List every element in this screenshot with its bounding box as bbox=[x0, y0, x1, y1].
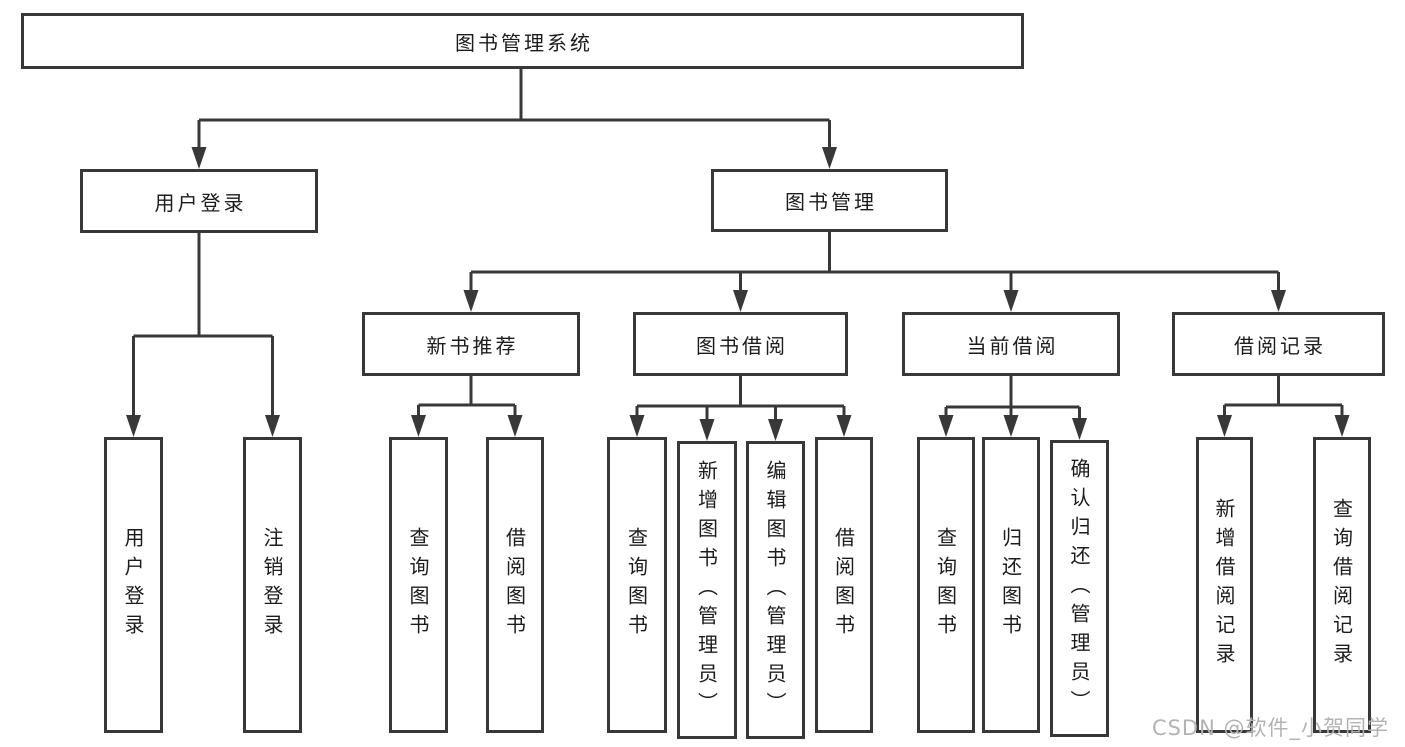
arrowhead-icon bbox=[126, 415, 141, 437]
arrowhead-icon bbox=[191, 147, 207, 169]
arrowhead-icon bbox=[463, 290, 479, 312]
connector-newbook-to-leaves bbox=[417, 376, 517, 417]
leaf-query-books-3: 查询图书 bbox=[917, 437, 975, 733]
leaf-label: 注销登录 bbox=[260, 527, 284, 643]
arrowhead-icon bbox=[733, 290, 748, 312]
leaf-add-borrow-record: 新增借阅记录 bbox=[1196, 437, 1253, 733]
leaf-label: 确认归还（管理员） bbox=[1067, 458, 1091, 719]
arrowhead-icon bbox=[768, 419, 783, 441]
node-label: 借阅记录 bbox=[1234, 333, 1326, 358]
leaf-borrow-books-1: 借阅图书 bbox=[486, 437, 544, 733]
leaf-label: 借阅图书 bbox=[831, 527, 856, 643]
node-user-login-branch: 用户登录 bbox=[80, 169, 318, 233]
arrowhead-icon bbox=[507, 415, 523, 437]
connector-userlogin-to-leaves bbox=[132, 233, 274, 417]
node-label: 新书推荐 bbox=[426, 333, 519, 358]
connector-root-to-level2 bbox=[197, 68, 831, 149]
connector-borrowrecord-to-leaves bbox=[1223, 376, 1344, 417]
leaf-label: 归还图书 bbox=[998, 527, 1023, 643]
arrowhead-icon bbox=[1271, 290, 1286, 312]
arrowhead-icon bbox=[1003, 415, 1019, 437]
leaf-logout: 注销登录 bbox=[243, 437, 302, 733]
node-label: 图书管理 bbox=[785, 190, 877, 214]
node-label: 用户登录 bbox=[154, 190, 247, 215]
node-book-management-branch: 图书管理 bbox=[711, 169, 948, 232]
arrowhead-icon bbox=[836, 415, 852, 437]
leaf-label: 查询图书 bbox=[406, 527, 430, 643]
node-new-book-recommend: 新书推荐 bbox=[362, 312, 580, 376]
arrowhead-icon bbox=[411, 415, 426, 437]
arrowhead-icon bbox=[1003, 290, 1019, 312]
arrowhead-icon bbox=[822, 147, 837, 169]
leaf-label: 新增图书（管理员） bbox=[694, 459, 719, 721]
leaf-return-books: 归还图书 bbox=[982, 437, 1040, 733]
connector-currentborrow-to-leaves bbox=[944, 376, 1081, 420]
node-book-borrowing: 图书借阅 bbox=[633, 312, 848, 376]
leaf-label: 新增借阅记录 bbox=[1212, 498, 1236, 672]
leaf-label: 借阅图书 bbox=[502, 527, 527, 643]
arrowhead-icon bbox=[938, 415, 954, 437]
node-root-label: 图书管理系统 bbox=[455, 30, 593, 55]
leaf-borrow-books-2: 借阅图书 bbox=[815, 437, 873, 733]
leaf-add-books-admin: 新增图书（管理员） bbox=[677, 441, 737, 739]
leaf-label: 编辑图书（管理员） bbox=[763, 459, 787, 721]
leaf-label: 查询借阅记录 bbox=[1329, 498, 1354, 672]
node-root-system: 图书管理系统 bbox=[21, 13, 1024, 69]
leaf-query-books-2: 查询图书 bbox=[607, 437, 667, 733]
connector-bookmgmt-to-level3 bbox=[469, 232, 1280, 292]
node-label: 图书借阅 bbox=[696, 333, 788, 358]
leaf-edit-books-admin: 编辑图书（管理员） bbox=[746, 441, 805, 739]
leaf-label: 查询图书 bbox=[624, 527, 649, 643]
arrowhead-icon bbox=[265, 415, 280, 437]
leaf-label: 查询图书 bbox=[933, 527, 958, 643]
leaf-confirm-return-admin: 确认归还（管理员） bbox=[1050, 440, 1109, 737]
arrowhead-icon bbox=[1217, 415, 1232, 437]
node-label: 当前借阅 bbox=[966, 333, 1059, 358]
leaf-user-login: 用户登录 bbox=[104, 437, 163, 733]
leaf-query-books-1: 查询图书 bbox=[389, 437, 448, 733]
csdn-watermark: CSDN @软件_小贺同学 bbox=[1151, 716, 1389, 740]
leaf-query-borrow-record: 查询借阅记录 bbox=[1313, 437, 1371, 733]
arrowhead-icon bbox=[1334, 415, 1350, 437]
node-current-borrowing: 当前借阅 bbox=[902, 312, 1120, 376]
arrowhead-icon bbox=[699, 419, 715, 441]
node-borrowing-records: 借阅记录 bbox=[1172, 312, 1385, 376]
connector-bookborrow-to-leaves bbox=[635, 376, 846, 421]
arrowhead-icon bbox=[1072, 418, 1087, 440]
leaf-label: 用户登录 bbox=[121, 527, 145, 643]
arrowhead-icon bbox=[629, 415, 645, 437]
